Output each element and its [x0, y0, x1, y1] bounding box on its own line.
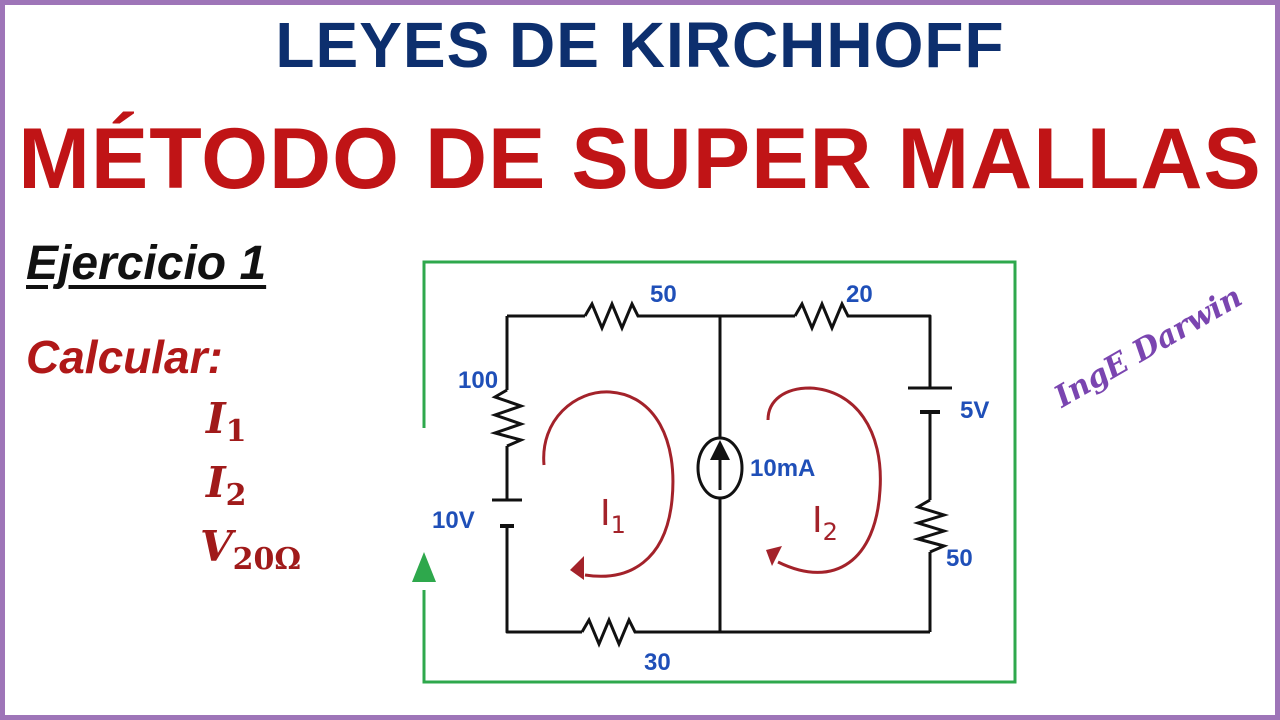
mesh-symbol: I	[812, 500, 823, 541]
unknown-symbol: I	[206, 458, 226, 507]
mesh-label-i1: I1	[600, 493, 626, 539]
resistor-left	[489, 388, 526, 448]
label-r-top-left: 50	[650, 281, 677, 308]
mesh-symbol: I	[600, 493, 611, 534]
mesh-loop-2	[766, 386, 882, 574]
mesh-loop-2-arrow-icon	[766, 546, 782, 566]
current-source	[696, 436, 744, 500]
unknown-i2: I2	[206, 458, 247, 513]
label-r-left: 100	[458, 367, 498, 394]
current-arrow-icon	[710, 440, 730, 460]
resistor-bottom	[580, 616, 640, 648]
unknown-subscript: 1	[225, 414, 247, 449]
resistor-top-left	[583, 300, 643, 332]
label-r-right: 50	[946, 545, 973, 572]
voltage-source-right	[908, 386, 952, 414]
circuit-wires	[505, 314, 932, 634]
page-title: LEYES DE KIRCHHOFF	[275, 9, 1005, 81]
unknown-subscript: 2	[225, 478, 247, 513]
mesh-loop-1-arrow-icon	[570, 556, 584, 580]
mesh-label-i2: I2	[812, 500, 838, 546]
resistor-top-right	[793, 300, 853, 332]
label-r-bottom: 30	[644, 649, 671, 676]
mesh-subscript: 1	[611, 511, 626, 539]
label-v-left: 10V	[432, 507, 475, 534]
supermesh-path	[422, 260, 1017, 684]
unknown-symbol: V	[200, 522, 233, 571]
label-r-top-right: 20	[846, 281, 873, 308]
calculate-label: Calcular:	[26, 331, 223, 383]
mesh-subscript: 2	[823, 518, 838, 546]
resistor-right	[912, 498, 950, 554]
unknown-i1: I1	[206, 394, 247, 449]
exercise-heading: Ejercicio 1	[26, 237, 267, 290]
mesh-loop-1	[542, 390, 675, 578]
unknown-subscript: 20Ω	[232, 542, 302, 577]
label-current-source: 10mA	[750, 455, 815, 482]
label-v-right: 5V	[960, 397, 989, 424]
page-subtitle: MÉTODO DE SUPER MALLAS	[18, 111, 1262, 207]
author-signature: IngE Darwin	[1048, 279, 1249, 415]
supermesh-arrow-icon	[412, 552, 436, 582]
unknown-v20: V20Ω	[200, 522, 301, 577]
voltage-source-left	[492, 498, 522, 528]
unknown-symbol: I	[206, 394, 226, 443]
